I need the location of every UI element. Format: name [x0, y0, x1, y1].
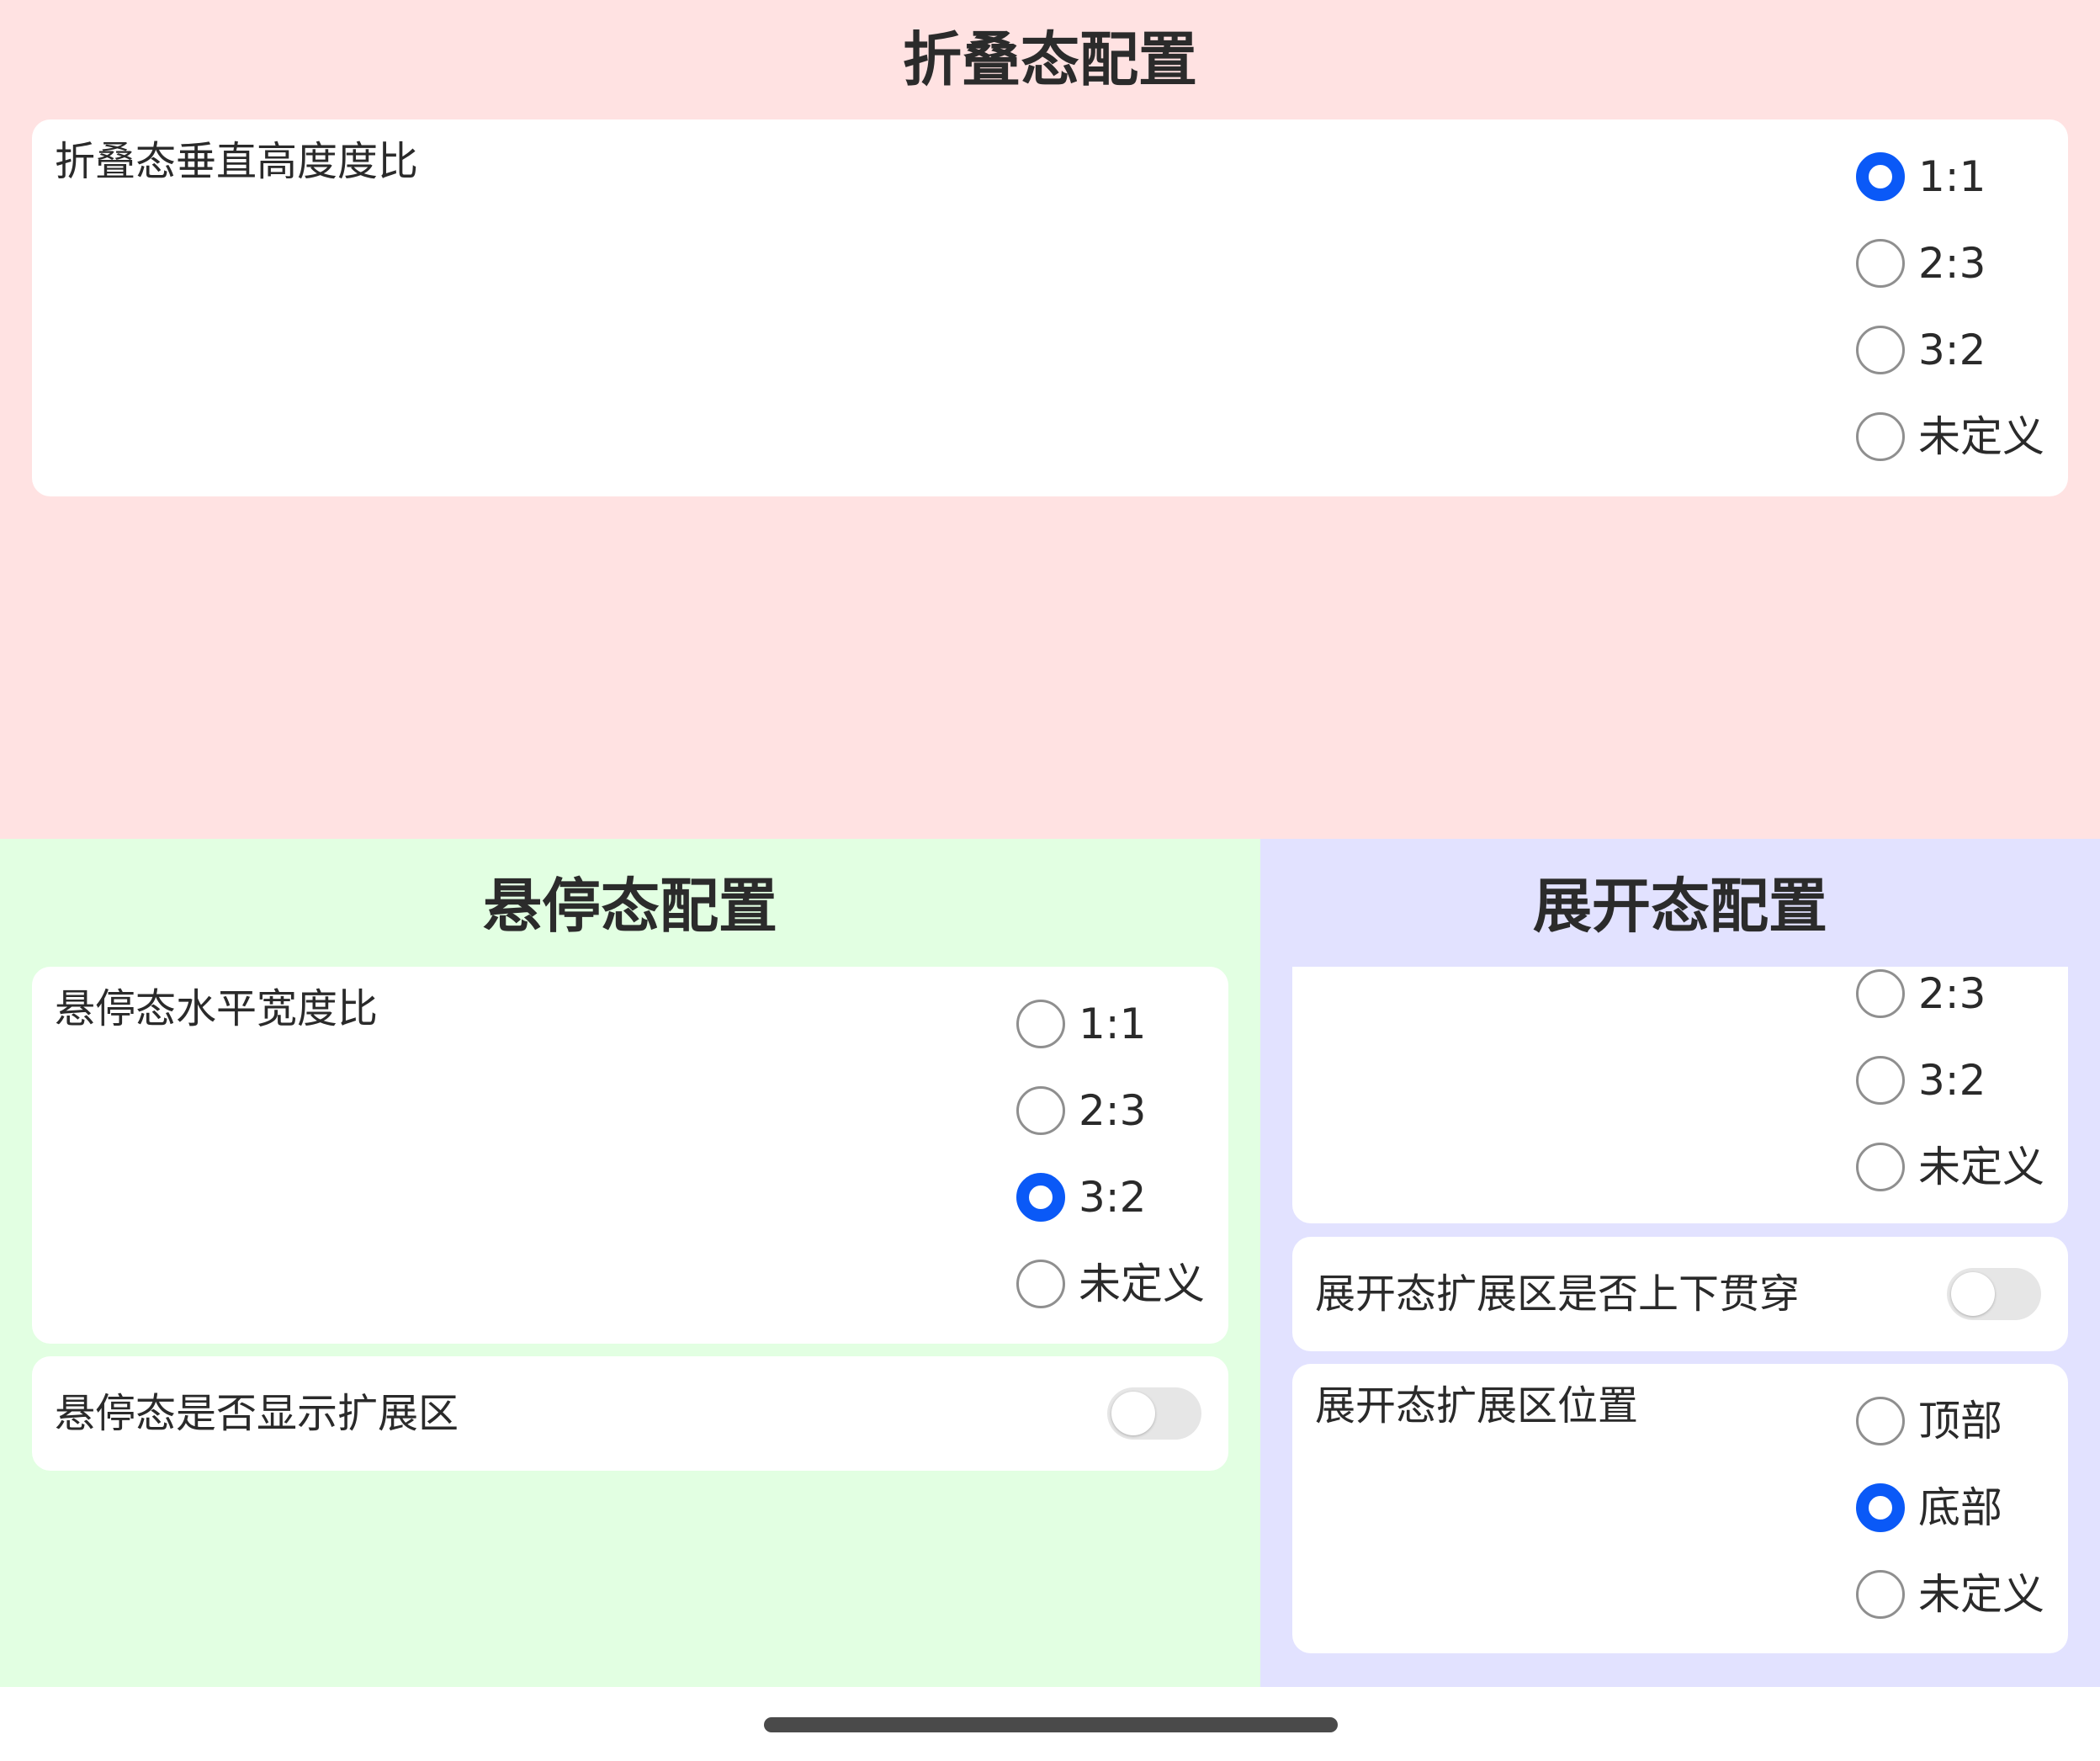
home-indicator-bar[interactable]: [764, 1717, 1338, 1732]
folded-config-section: 折叠态配置 折叠态垂直高度度比 1:1 2:3 3:2 未定义: [0, 0, 2100, 839]
folded-ratio-label: 折叠态垂直高度度比: [55, 138, 419, 185]
radio-label: 未定义: [1918, 412, 2044, 461]
hover-config-section: 悬停态配置 悬停态水平宽度比 1:1 2:3 3:2 未定义: [0, 839, 1260, 1687]
radio-label: 2:3: [1079, 1086, 1147, 1135]
expanded-ratio-option-2-3[interactable]: 2:3: [1856, 967, 1986, 1021]
radio-label: 1:1: [1918, 152, 1986, 201]
radio-circle[interactable]: [1016, 1260, 1065, 1308]
radio-label: 3:2: [1918, 326, 1986, 374]
radio-circle[interactable]: [1856, 1056, 1905, 1105]
radio-label: 未定义: [1079, 1260, 1205, 1308]
expanded-through-card: 展开态扩展区是否上下贯穿: [1292, 1237, 2068, 1351]
expanded-section-title: 展开态配置: [1533, 872, 1827, 941]
expanded-ratio-option-undefined[interactable]: 未定义: [1856, 1140, 2044, 1194]
folded-ratio-card: 折叠态垂直高度度比 1:1 2:3 3:2 未定义: [32, 119, 2068, 496]
radio-circle[interactable]: [1856, 326, 1905, 374]
hover-ratio-option-1-1[interactable]: 1:1: [1016, 997, 1146, 1051]
radio-circle[interactable]: [1856, 1570, 1905, 1619]
radio-label: 1:1: [1079, 1000, 1147, 1048]
radio-circle[interactable]: [1856, 239, 1905, 288]
radio-circle[interactable]: [1856, 152, 1905, 201]
radio-circle[interactable]: [1016, 1086, 1065, 1135]
radio-circle[interactable]: [1856, 412, 1905, 461]
expanded-position-option-undefined[interactable]: 未定义: [1856, 1567, 2044, 1621]
radio-label: 2:3: [1918, 239, 1986, 288]
hover-ratio-label: 悬停态水平宽度比: [55, 985, 379, 1032]
folded-ratio-option-3-2[interactable]: 3:2: [1856, 323, 1986, 377]
expanded-position-card: 展开态扩展区位置 顶部 底部 未定义: [1292, 1364, 2068, 1653]
radio-label: 未定义: [1918, 1143, 2044, 1191]
hover-extension-card: 悬停态是否显示扩展区: [32, 1356, 1228, 1471]
hover-ratio-card: 悬停态水平宽度比 1:1 2:3 3:2 未定义: [32, 967, 1228, 1344]
radio-circle[interactable]: [1016, 1000, 1065, 1048]
radio-label: 顶部: [1918, 1397, 2002, 1445]
expanded-position-label: 展开态扩展区位置: [1315, 1382, 1639, 1429]
toggle-knob: [1951, 1272, 1995, 1316]
expanded-config-section: 展开态配置 2:3 3:2 未定义 展开态扩展区是否上下贯穿: [1260, 839, 2100, 1687]
expanded-position-option-top[interactable]: 顶部: [1856, 1394, 2002, 1448]
radio-circle[interactable]: [1856, 1397, 1905, 1445]
toggle-knob: [1111, 1392, 1155, 1435]
radio-label: 3:2: [1918, 1056, 1986, 1105]
expanded-through-toggle[interactable]: [1947, 1268, 2041, 1320]
hover-section-title: 悬停态配置: [483, 872, 777, 941]
hover-extension-toggle[interactable]: [1107, 1387, 1201, 1440]
expanded-ratio-option-3-2[interactable]: 3:2: [1856, 1053, 1986, 1107]
folded-ratio-option-1-1[interactable]: 1:1: [1856, 150, 1986, 204]
radio-label: 未定义: [1918, 1570, 2044, 1619]
radio-label: 3:2: [1079, 1173, 1147, 1222]
radio-label: 2:3: [1918, 969, 1986, 1018]
hover-ratio-option-2-3[interactable]: 2:3: [1016, 1084, 1146, 1138]
expanded-position-option-bottom[interactable]: 底部: [1856, 1481, 2002, 1535]
expanded-ratio-card: 2:3 3:2 未定义: [1292, 967, 2068, 1223]
radio-circle[interactable]: [1856, 1483, 1905, 1532]
folded-ratio-option-undefined[interactable]: 未定义: [1856, 410, 2044, 464]
folded-section-title: 折叠态配置: [903, 25, 1197, 94]
hover-extension-label: 悬停态是否显示扩展区: [55, 1390, 459, 1437]
hover-ratio-option-3-2[interactable]: 3:2: [1016, 1170, 1146, 1224]
radio-circle[interactable]: [1016, 1173, 1065, 1222]
folded-ratio-option-2-3[interactable]: 2:3: [1856, 236, 1986, 290]
radio-circle[interactable]: [1856, 969, 1905, 1018]
radio-label: 底部: [1918, 1483, 2002, 1532]
radio-circle[interactable]: [1856, 1143, 1905, 1191]
hover-ratio-option-undefined[interactable]: 未定义: [1016, 1257, 1205, 1311]
expanded-through-label: 展开态扩展区是否上下贯穿: [1315, 1270, 1800, 1318]
